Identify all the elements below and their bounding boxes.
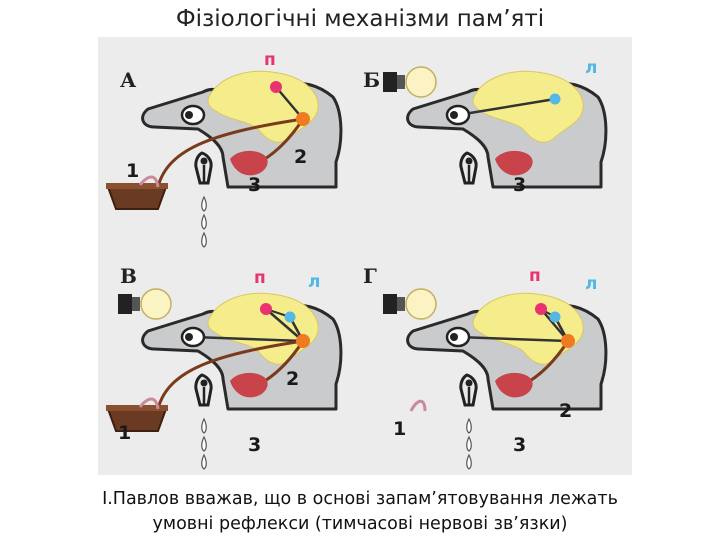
eye-d (445, 326, 471, 348)
subcortex-center-a (296, 112, 310, 126)
panel-a-letter: А (120, 68, 137, 92)
number-2-a: 2 (294, 146, 307, 168)
number-3-d: 3 (513, 434, 526, 456)
food-center-mark-a: п (264, 50, 276, 70)
caption-line-2: умовні рефлекси (тимчасові нервові зв’яз… (152, 514, 568, 534)
panel-b-letter: Б (363, 68, 380, 92)
saliva-drops-c (201, 418, 207, 470)
nerve-a1 (156, 117, 304, 188)
sound-center-mark-b: л (585, 58, 597, 78)
pavlov-reflex-figure: А п 1 2 3 Б л (98, 37, 632, 475)
food-center-mark-d: п (529, 266, 541, 286)
number-3-a: 3 (248, 174, 261, 196)
saliva-drops-d (466, 418, 472, 470)
sound-center-mark-d: л (585, 274, 597, 294)
panel-c-letter: В (120, 264, 137, 288)
eye-b (445, 104, 471, 126)
food-center-d (535, 303, 547, 315)
panel-d-letter: Г (363, 264, 377, 288)
nerve-c1 (156, 339, 304, 410)
number-1-a: 1 (126, 160, 139, 182)
tongue-d (409, 399, 427, 412)
subcortex-center-d (561, 334, 575, 348)
food-center-c (260, 303, 272, 315)
panel-b: Б л 3 (363, 58, 608, 196)
food-center-mark-c: п (254, 268, 266, 288)
food-center-a (270, 81, 282, 93)
eye-c (180, 326, 206, 348)
link-c1 (265, 308, 304, 342)
number-3-b: 3 (513, 174, 526, 196)
panel-d: Г п л 1 2 3 (363, 264, 608, 470)
panel-c: В п л 1 2 3 (105, 264, 343, 470)
lamp-icon-d (382, 288, 437, 320)
slide-caption: І.Павлов вважав, що в основі запам’ятову… (0, 487, 720, 537)
lamp-icon-c (117, 288, 172, 320)
sound-center-c (284, 311, 296, 323)
sound-center-mark-c: л (308, 272, 320, 292)
optic-link-b (457, 97, 556, 117)
panel-a: А п 1 2 3 (105, 50, 343, 248)
slide-title: Фізіологічні механізми пам’яті (175, 6, 545, 32)
number-3-c: 3 (248, 434, 261, 456)
optic-link-d (457, 335, 569, 343)
sound-center-d (549, 311, 561, 323)
eye-a (180, 104, 206, 126)
reflex-diagram: А п 1 2 3 Б л (105, 50, 608, 470)
number-1-c: 1 (118, 422, 131, 444)
tongue-a (138, 175, 160, 188)
subcortex-center-c (296, 334, 310, 348)
number-2-c: 2 (286, 368, 299, 390)
optic-link-c (192, 335, 304, 343)
saliva-drops-a (201, 196, 207, 248)
sound-center-b (549, 93, 561, 105)
lamp-icon-b (382, 66, 437, 98)
number-1-d: 1 (393, 418, 406, 440)
tongue-c (138, 397, 160, 410)
caption-line-1: І.Павлов вважав, що в основі запам’ятову… (102, 489, 618, 509)
number-2-d: 2 (559, 400, 572, 422)
